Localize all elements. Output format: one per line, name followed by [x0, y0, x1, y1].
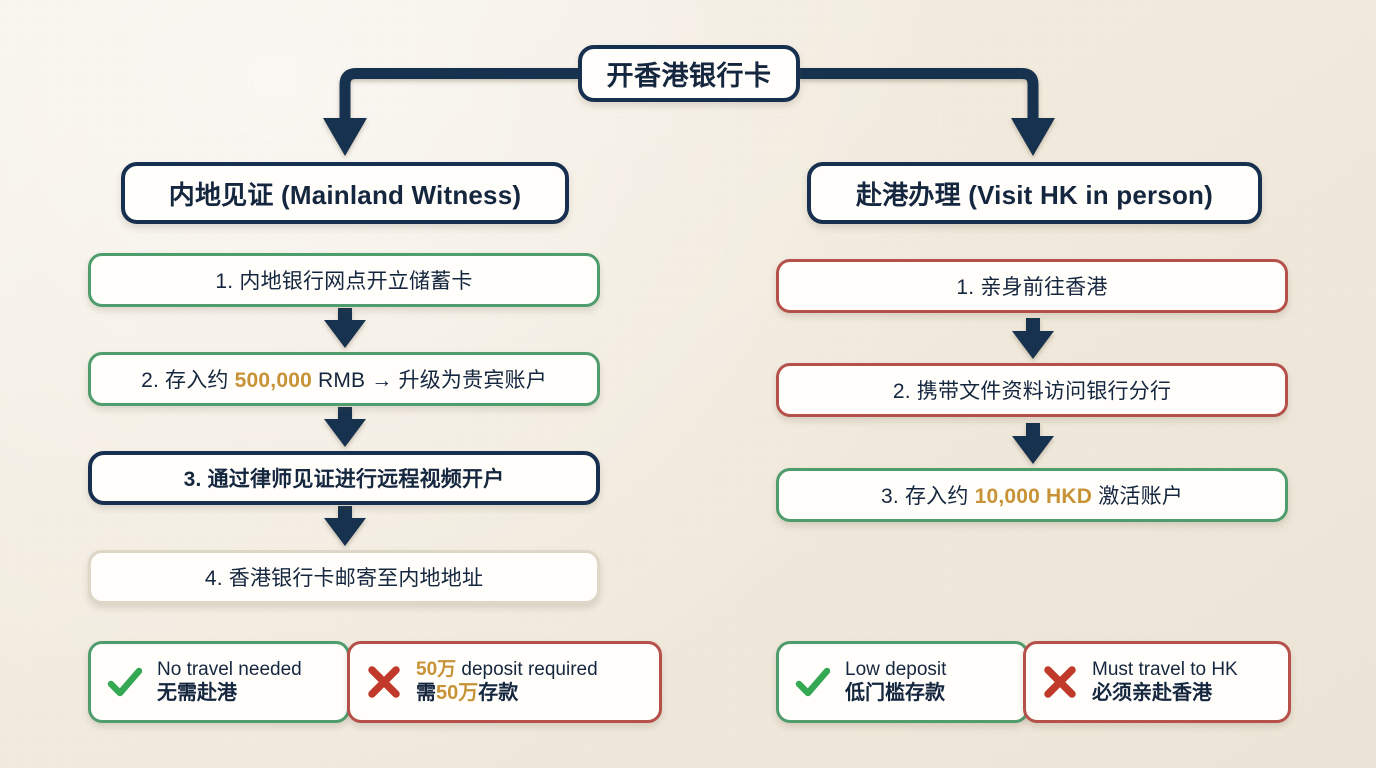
root-node-label: 开香港银行卡 — [606, 61, 772, 91]
branch-arrowheads — [323, 118, 1055, 156]
root-node[interactable]: 开香港银行卡 — [578, 45, 800, 102]
branch-title-label: 内地见证 (Mainland Witness) — [168, 179, 522, 210]
connector-root-to-right — [800, 68, 1039, 121]
left-step-arrows — [324, 308, 366, 546]
branch-title-mainland-witness[interactable]: 内地见证 (Mainland Witness) — [121, 162, 569, 224]
right-step-1-label: 1. 亲身前往香港 — [956, 276, 1108, 299]
left-con-zh: 需50万存款 — [416, 682, 519, 705]
right-pro-chip[interactable]: Low deposit 低门槛存款 — [776, 641, 1029, 723]
arrow-l2-l3 — [324, 407, 366, 447]
left-step-1-label: 1. 内地银行网点开立储蓄卡 — [215, 270, 473, 293]
right-pro-en: Low deposit — [845, 659, 947, 681]
right-con-text: Must travel to HK 必须亲赴香港 — [1092, 658, 1238, 706]
right-pro-text: Low deposit 低门槛存款 — [845, 658, 946, 706]
right-pro-zh: 低门槛存款 — [845, 682, 945, 705]
right-step-1[interactable]: 1. 亲身前往香港 — [776, 259, 1288, 313]
right-step-arrows — [1012, 318, 1054, 464]
left-step-3[interactable]: 3. 通过律师见证进行远程视频开户 — [88, 451, 600, 505]
left-con-text: 50万 deposit required 需50万存款 — [416, 658, 598, 706]
left-step-2[interactable]: 2. 存入约 500,000 RMB → 升级为贵宾账户 — [88, 352, 600, 406]
left-pro-zh: 无需赴港 — [157, 682, 237, 705]
check-icon — [107, 667, 143, 697]
arrow-r1-r2 — [1012, 318, 1054, 359]
right-step-2-label: 2. 携带文件资料访问银行分行 — [892, 380, 1172, 403]
arrow-r2-r3 — [1012, 423, 1054, 464]
right-con-chip[interactable]: Must travel to HK 必须亲赴香港 — [1023, 641, 1291, 723]
left-step-2-label: 2. 存入约 500,000 RMB → 升级为贵宾账户 — [141, 369, 547, 392]
left-step-1[interactable]: 1. 内地银行网点开立储蓄卡 — [88, 253, 600, 307]
left-pro-en: No travel needed — [157, 659, 302, 681]
left-pro-text: No travel needed 无需赴港 — [157, 658, 302, 706]
left-con-en: 50万 deposit required — [416, 659, 598, 681]
left-pro-chip[interactable]: No travel needed 无需赴港 — [88, 641, 350, 723]
right-con-zh: 必须亲赴香港 — [1092, 682, 1212, 705]
connector-root-to-left — [339, 68, 578, 121]
arrow-l3-l4 — [324, 506, 366, 546]
check-icon — [795, 667, 831, 697]
right-step-3-label: 3. 存入约 10,000 HKD 激活账户 — [881, 485, 1183, 508]
arrowhead-to-left-branch — [323, 118, 367, 156]
left-con-chip[interactable]: 50万 deposit required 需50万存款 — [347, 641, 662, 723]
cross-icon — [368, 666, 400, 698]
arrowhead-to-right-branch — [1011, 118, 1055, 156]
cross-icon — [1044, 666, 1076, 698]
branch-title-label: 赴港办理 (Visit HK in person) — [856, 179, 1213, 210]
branch-title-visit-hk[interactable]: 赴港办理 (Visit HK in person) — [807, 162, 1262, 224]
left-step-4[interactable]: 4. 香港银行卡邮寄至内地地址 — [88, 550, 600, 604]
left-step-4-label: 4. 香港银行卡邮寄至内地地址 — [204, 567, 484, 590]
right-step-3[interactable]: 3. 存入约 10,000 HKD 激活账户 — [776, 468, 1288, 522]
right-con-en: Must travel to HK — [1092, 659, 1238, 681]
arrow-l1-l2 — [324, 308, 366, 348]
right-step-2[interactable]: 2. 携带文件资料访问银行分行 — [776, 363, 1288, 417]
left-step-3-label: 3. 通过律师见证进行远程视频开户 — [183, 468, 505, 491]
